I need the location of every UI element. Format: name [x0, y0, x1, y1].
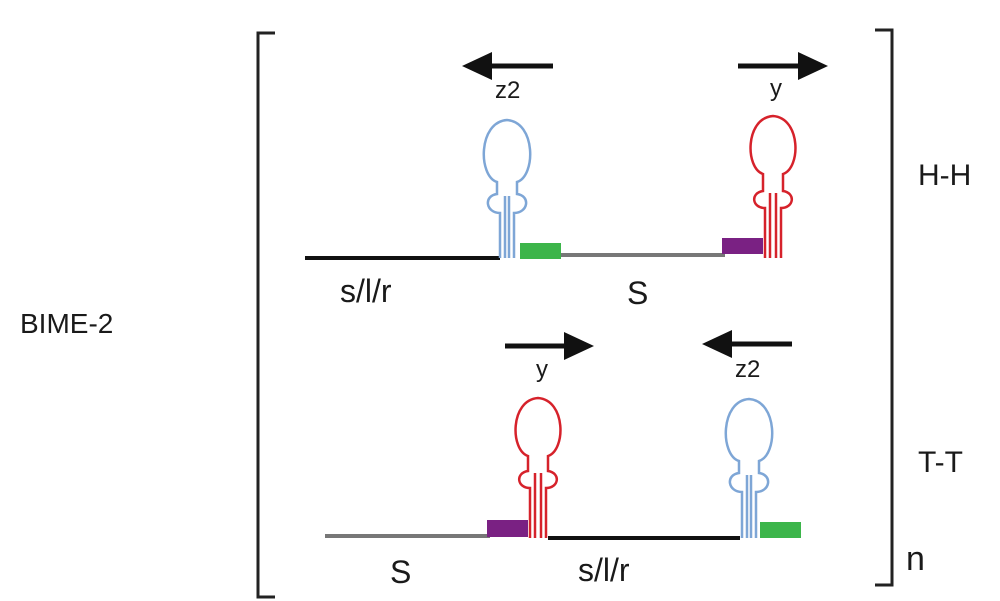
top-z2-hairpin-inner: [503, 196, 511, 258]
bottom-purple-box: [487, 520, 528, 537]
top-z2-arrow-head: [462, 52, 492, 80]
bottom-y-hairpin: [514, 396, 562, 538]
bottom-z2-hairpin: [724, 397, 774, 538]
tt-label: T-T: [918, 446, 963, 479]
bottom-z2-label: z2: [735, 356, 760, 383]
top-y-label: y: [770, 75, 782, 102]
top-green-box: [520, 243, 561, 259]
bottom-right-segment-label: s/l/r: [578, 552, 630, 588]
bottom-y-hairpin-inner: [533, 473, 543, 538]
repeat-n-label: n: [906, 540, 925, 578]
top-left-segment-label: s/l/r: [340, 273, 392, 309]
bottom-y-arrow-head: [564, 332, 594, 360]
hh-label: H-H: [918, 159, 971, 192]
bottom-z2-hairpin-inner: [745, 475, 753, 538]
top-y-arrow-head: [798, 52, 828, 80]
top-y-hairpin-inner: [768, 193, 778, 258]
bime-label: BIME-2: [20, 308, 113, 339]
bottom-y-label: y: [536, 356, 548, 383]
top-z2-hairpin: [482, 118, 532, 258]
top-z2-label: z2: [495, 77, 520, 104]
top-purple-box: [722, 238, 763, 254]
bottom-z2-arrow-head: [702, 330, 732, 358]
bottom-left-segment-label: S: [390, 554, 411, 590]
right-bracket: [875, 28, 894, 587]
top-y-hairpin: [749, 114, 797, 258]
top-right-segment-label: S: [627, 275, 648, 311]
bottom-green-box: [760, 522, 801, 538]
left-bracket: [256, 31, 275, 599]
